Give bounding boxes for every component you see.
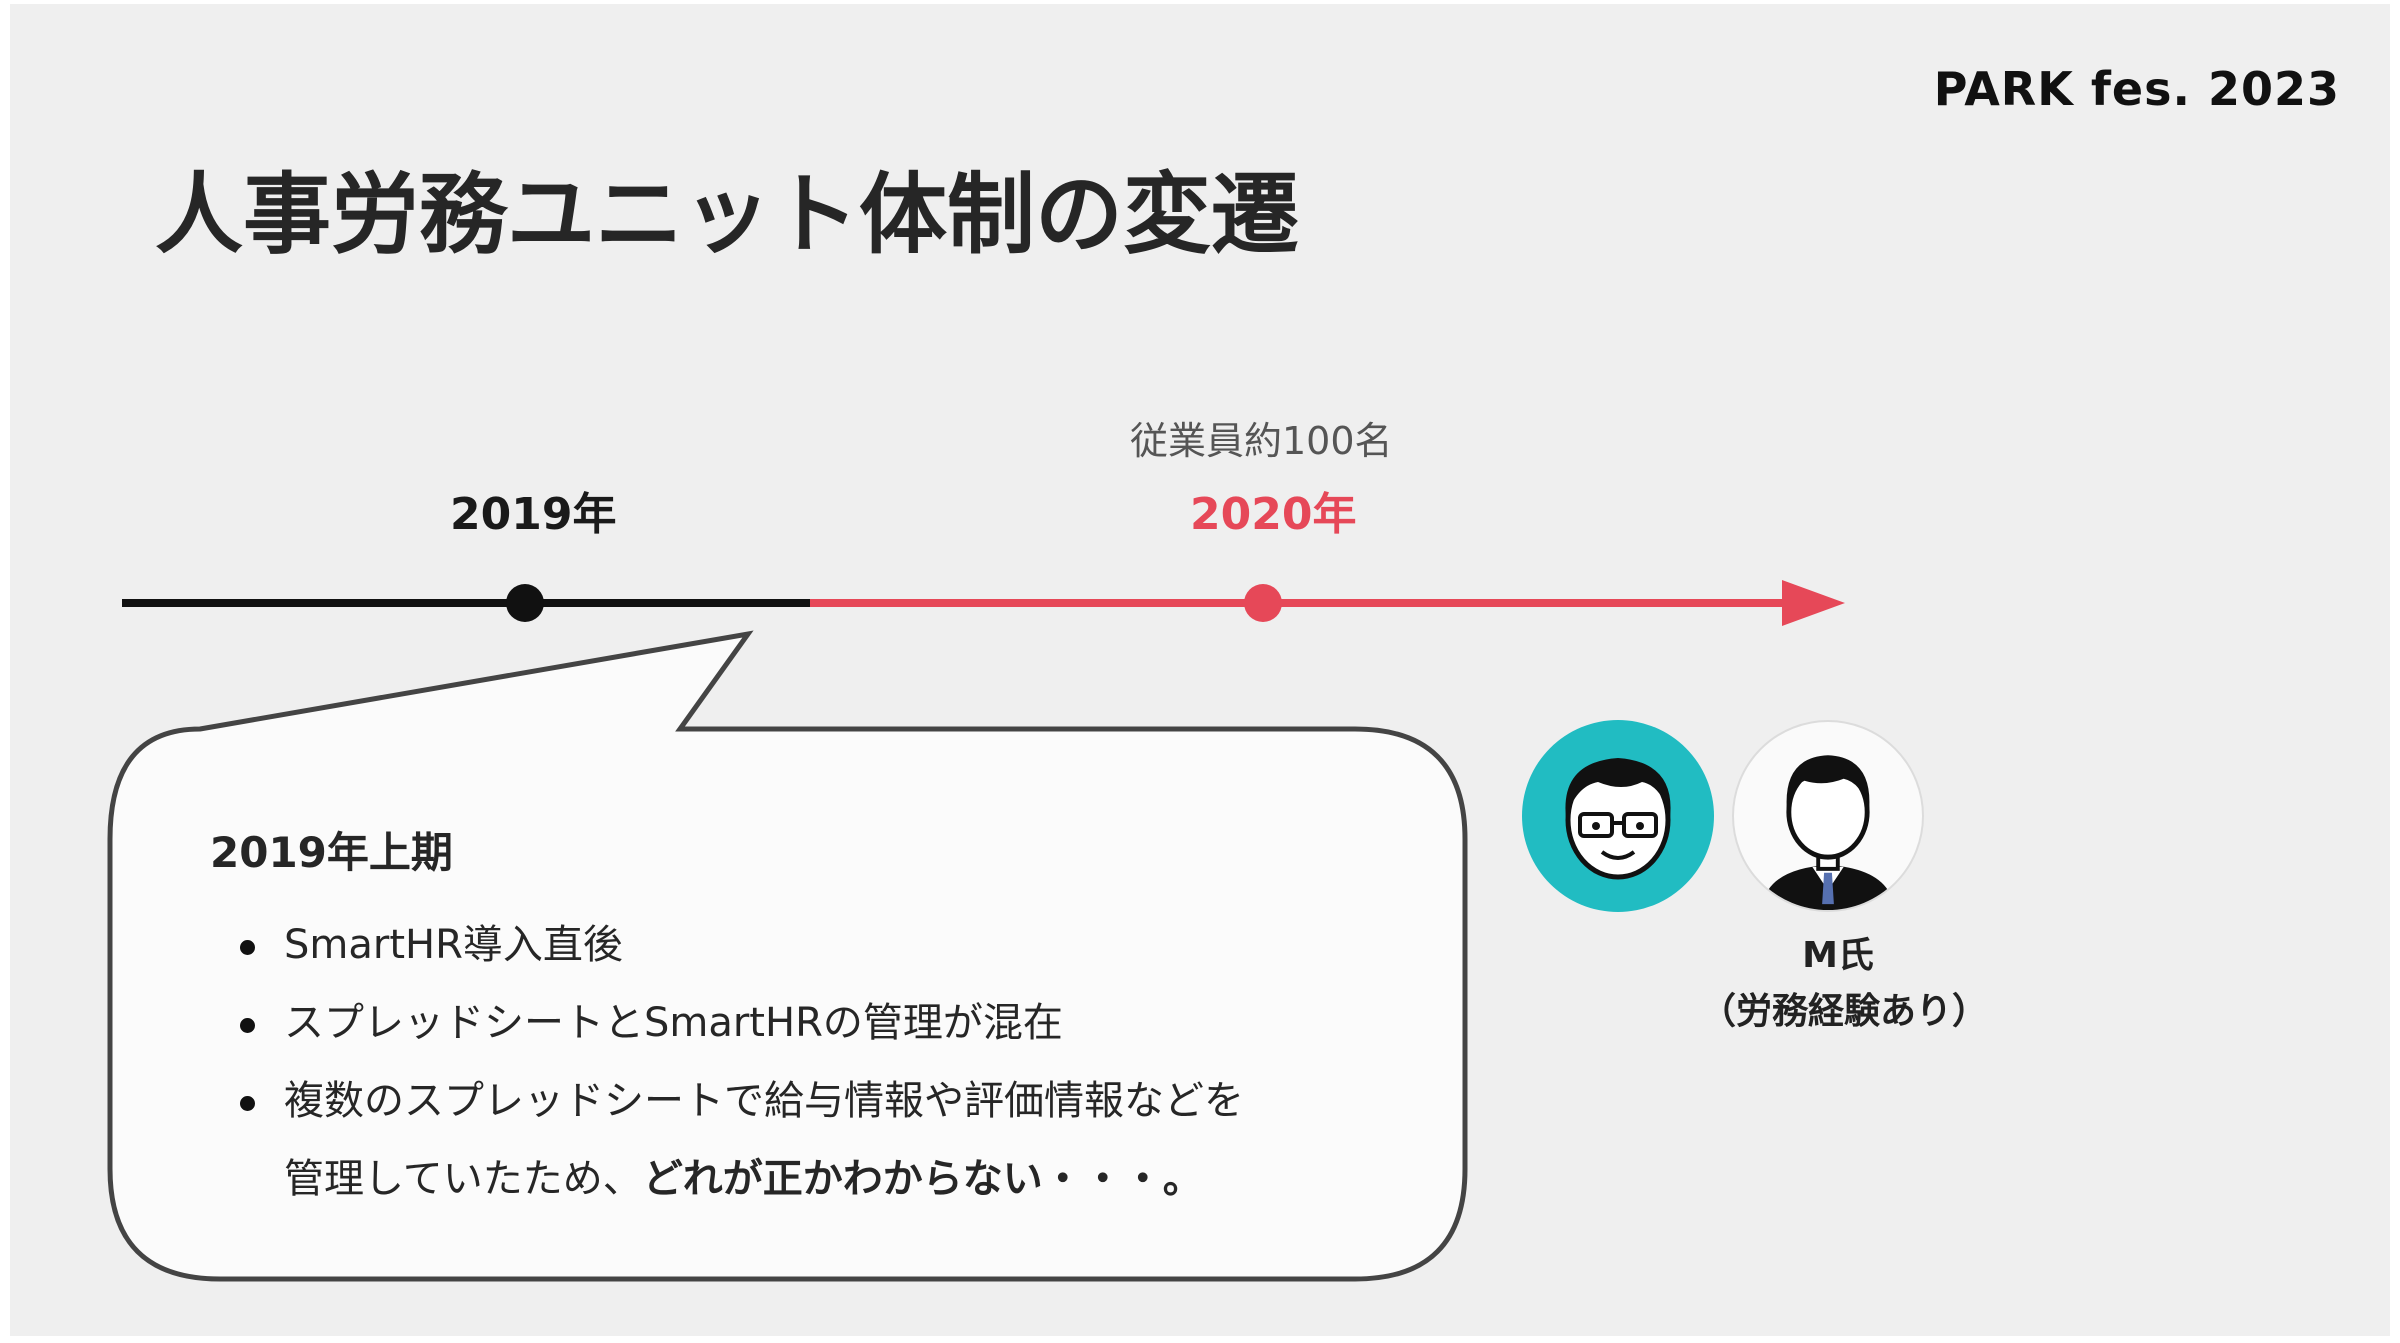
bullet-list: SmartHR導入直後 スプレッドシートとSmartHRの管理が混在 複数のスプ… (210, 906, 1410, 1218)
timeline-diagram (107, 580, 1845, 1282)
year-2020-label: 2020年 (1190, 489, 1357, 540)
bullet-dot (240, 1096, 255, 1111)
bullet-text: スプレッドシートとSmartHRの管理が混在 (284, 1000, 1063, 1046)
year-2019-label: 2019年 (450, 489, 617, 540)
bullet-dot (240, 1018, 255, 1033)
page-title: 人事労務ユニット体制の変遷 (155, 163, 1300, 266)
bullet-item: スプレッドシートとSmartHRの管理が混在 (210, 984, 1410, 1062)
bullet-continuation: 管理していたため、 (284, 1156, 643, 1202)
person-name: M氏 (1802, 935, 1874, 976)
glasses-man-avatar-icon (1522, 720, 1714, 912)
timeline-point-2019 (506, 584, 544, 622)
bullet-emphasis: どれが正かわからない・・・。 (642, 1156, 1203, 1202)
timeline-point-2020 (1244, 584, 1282, 622)
bubble-content: 2019年上期 SmartHR導入直後 スプレッドシートとSmartHRの管理が… (210, 819, 1410, 1218)
bubble-heading: 2019年上期 (210, 828, 453, 877)
event-logo: PARK fes. 2023 (1933, 62, 2340, 116)
person-note: （労務経験あり） (1700, 991, 1989, 1032)
bullet-dot (240, 940, 255, 955)
person-caption: M氏 （労務経験あり） (1700, 928, 1989, 1040)
employee-count-label: 従業員約100名 (1130, 419, 1393, 463)
bullet-item: SmartHR導入直後 (210, 906, 1410, 984)
suit-man-avatar-icon (1732, 720, 1924, 912)
timeline-arrow-head (1782, 580, 1845, 626)
slide: PARK fes. 2023 人事労務ユニット体制の変遷 従業員約100名 20… (10, 4, 2390, 1336)
speech-bubble (107, 630, 1468, 1282)
bullet-text: 複数のスプレッドシートで給与情報や評価情報などを (284, 1078, 1244, 1124)
bullet-item: 複数のスプレッドシートで給与情報や評価情報などを管理していたため、どれが正かわか… (210, 1062, 1410, 1218)
bullet-text: SmartHR導入直後 (284, 922, 623, 968)
